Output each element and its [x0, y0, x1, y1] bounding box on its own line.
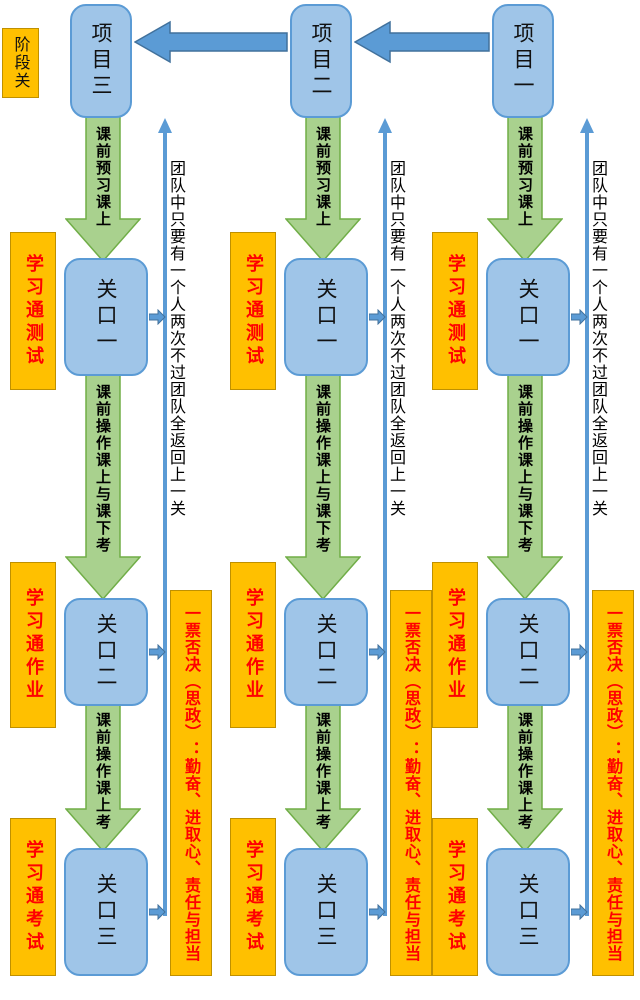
veto-rule-label: 一票否决（思政）：勤奋、进取心、责任与担当: [402, 604, 421, 962]
assessment-exam-box: 学习通考试: [230, 818, 276, 976]
return-to-previous-line-icon: [158, 118, 172, 916]
veto-rule-box: 一票否决（思政）：勤奋、进取心、责任与担当: [592, 590, 634, 976]
assessment-exam-box: 学习通考试: [432, 818, 478, 976]
gate1-return-connector-icon: [149, 309, 166, 325]
gate3-return-connector-icon: [571, 904, 588, 920]
arrow-project1-to-project2-icon: [354, 20, 490, 64]
stage-gate-box: 阶段关: [2, 28, 39, 98]
down-arrow-step1-icon: [285, 114, 361, 262]
down-arrow-step2-icon: [285, 374, 361, 600]
veto-rule-box: 一票否决（思政）：勤奋、进取心、责任与担当: [390, 590, 432, 976]
assessment-homework-box: 学习通作业: [10, 562, 56, 728]
team-return-rule: 团队中只要有一个人两次不过团队全返回上一关: [387, 160, 406, 517]
assessment-exam-label: 学习通考试: [23, 839, 44, 955]
return-to-previous-line-icon: [378, 118, 392, 916]
project-label: 项目二: [309, 22, 333, 100]
gate1-box: 关口一: [284, 258, 368, 376]
project-column-1: 项目一 课前预习课上 学习通测试 关口一 课前操作课上与课下考 学习通作业 关口…: [422, 0, 640, 1000]
gate3-box: 关口三: [64, 848, 148, 976]
step2-label: 课前操作课上与课下考: [94, 384, 112, 554]
project-box: 项目一: [492, 4, 554, 118]
assessment-homework-label: 学习通作业: [23, 587, 44, 703]
gate3-label: 关口三: [94, 873, 118, 951]
gate2-box: 关口二: [284, 598, 368, 706]
gate3-return-connector-icon: [149, 904, 166, 920]
project-column-2: 项目二 课前预习课上 学习通测试 关口一 课前操作课上与课下考 学习通作业 关口…: [220, 0, 440, 1000]
assessment-homework-box: 学习通作业: [230, 562, 276, 728]
gate3-return-connector-icon: [369, 904, 386, 920]
gate2-label: 关口二: [94, 613, 118, 691]
step1-label: 课前预习课上: [516, 126, 534, 228]
veto-rule-box: 一票否决（思政）：勤奋、进取心、责任与担当: [170, 590, 212, 976]
step3-label: 课前操作课上考: [94, 712, 112, 831]
stage-gate-label: 阶段关: [11, 36, 31, 90]
gate2-label: 关口二: [516, 613, 540, 691]
gate2-return-connector-icon: [369, 644, 386, 660]
assessment-test-box: 学习通测试: [432, 232, 478, 390]
assessment-test-box: 学习通测试: [230, 232, 276, 390]
down-arrow-step1-icon: [65, 114, 141, 262]
gate2-return-connector-icon: [149, 644, 166, 660]
step1-label: 课前预习课上: [314, 126, 332, 228]
assessment-exam-box: 学习通考试: [10, 818, 56, 976]
return-to-previous-line-icon: [580, 118, 594, 916]
team-return-rule: 团队中只要有一个人两次不过团队全返回上一关: [589, 160, 608, 517]
veto-rule-label: 一票否决（思政）：勤奋、进取心、责任与担当: [604, 604, 623, 962]
gate1-box: 关口一: [486, 258, 570, 376]
down-arrow-step1-icon: [487, 114, 563, 262]
assessment-test-box: 学习通测试: [10, 232, 56, 390]
assessment-exam-label: 学习通考试: [445, 839, 466, 955]
project-label: 项目一: [511, 22, 535, 100]
down-arrow-step3-icon: [487, 704, 563, 852]
step3-label: 课前操作课上考: [314, 712, 332, 831]
project-box: 项目三: [70, 4, 132, 118]
gate1-return-connector-icon: [369, 309, 386, 325]
gate1-label: 关口一: [314, 278, 338, 356]
assessment-homework-label: 学习通作业: [243, 587, 264, 703]
gate1-box: 关口一: [64, 258, 148, 376]
gate1-return-connector-icon: [571, 309, 588, 325]
step2-label: 课前操作课上与课下考: [516, 384, 534, 554]
team-return-rule: 团队中只要有一个人两次不过团队全返回上一关: [167, 160, 186, 517]
veto-rule-label: 一票否决（思政）：勤奋、进取心、责任与担当: [182, 604, 201, 962]
gate3-box: 关口三: [284, 848, 368, 976]
down-arrow-step2-icon: [65, 374, 141, 600]
project-column-3: 项目三 课前预习课上 学习通测试 关口一 课前操作课上与课下考 学习通作业 关口…: [0, 0, 220, 1000]
step2-label: 课前操作课上与课下考: [314, 384, 332, 554]
project-label: 项目三: [89, 22, 113, 100]
assessment-homework-box: 学习通作业: [432, 562, 478, 728]
assessment-test-label: 学习通测试: [445, 253, 466, 369]
project-box: 项目二: [290, 4, 352, 118]
down-arrow-step2-icon: [487, 374, 563, 600]
gate3-label: 关口三: [314, 873, 338, 951]
gate2-box: 关口二: [64, 598, 148, 706]
gate2-return-connector-icon: [571, 644, 588, 660]
down-arrow-step3-icon: [285, 704, 361, 852]
assessment-homework-label: 学习通作业: [445, 587, 466, 703]
gate3-box: 关口三: [486, 848, 570, 976]
down-arrow-step3-icon: [65, 704, 141, 852]
assessment-test-label: 学习通测试: [23, 253, 44, 369]
gate2-label: 关口二: [314, 613, 338, 691]
assessment-exam-label: 学习通考试: [243, 839, 264, 955]
arrow-project2-to-project3-icon: [134, 20, 288, 64]
gate1-label: 关口一: [516, 278, 540, 356]
assessment-test-label: 学习通测试: [243, 253, 264, 369]
gate3-label: 关口三: [516, 873, 540, 951]
gate2-box: 关口二: [486, 598, 570, 706]
gate1-label: 关口一: [94, 278, 118, 356]
step1-label: 课前预习课上: [94, 126, 112, 228]
step3-label: 课前操作课上考: [516, 712, 534, 831]
